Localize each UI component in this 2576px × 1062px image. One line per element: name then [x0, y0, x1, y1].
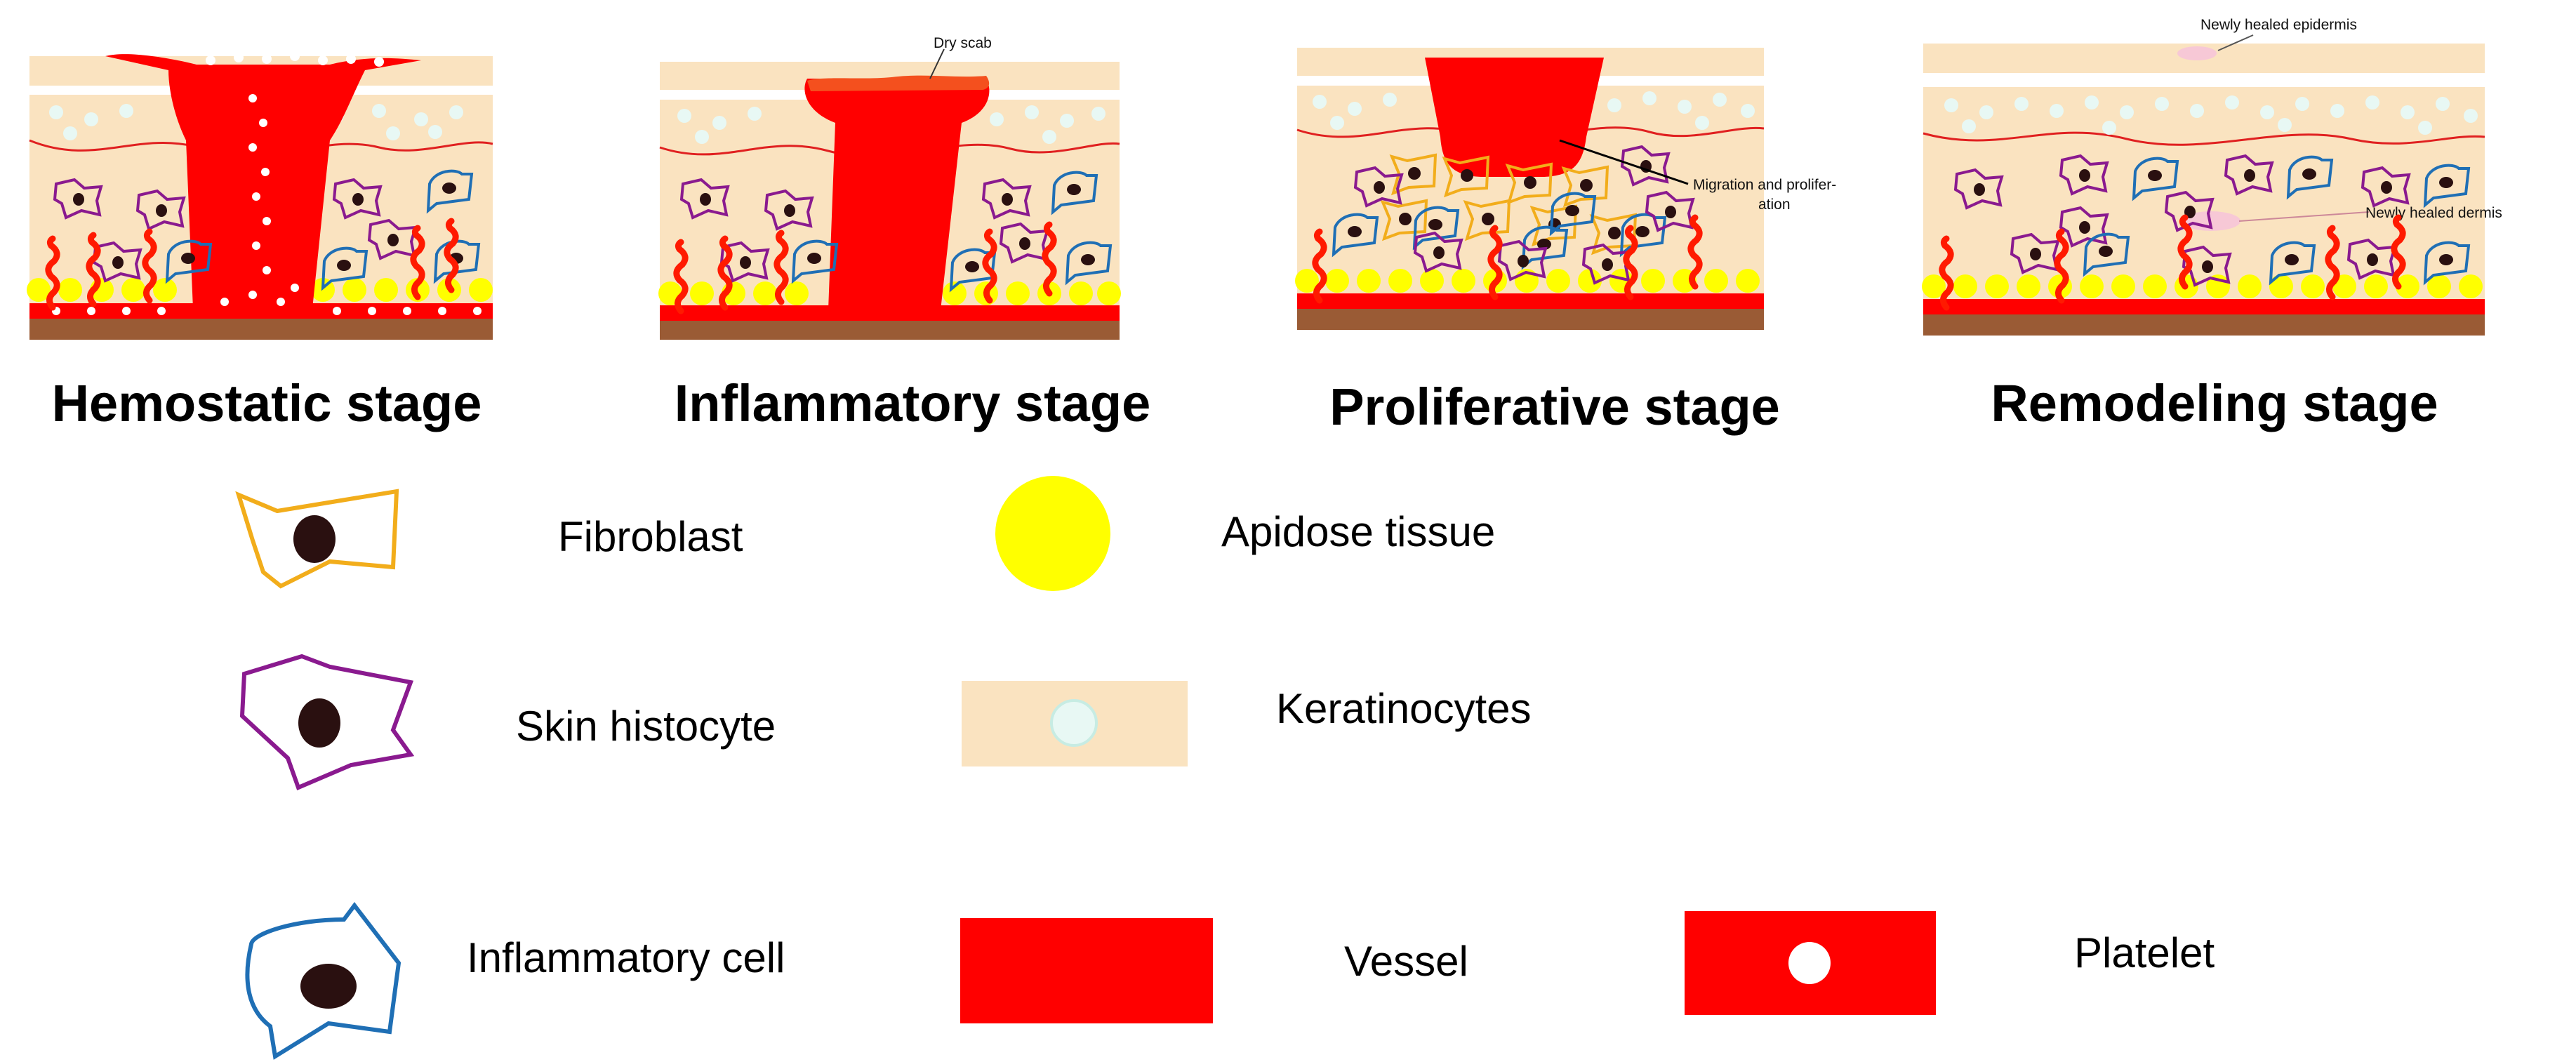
muscle-layer — [1297, 309, 1764, 330]
muscle-layer — [1923, 314, 2485, 336]
dry-scab-label: Dry scab — [934, 35, 992, 51]
legend-fibroblast-label: Fibroblast — [558, 513, 743, 560]
legend-vessel-icon — [960, 918, 1213, 1023]
vessel-layer — [1297, 293, 1764, 309]
stage-title: Remodeling stage — [1991, 374, 2438, 432]
legend-inflammatory-label: Inflammatory cell — [467, 934, 785, 981]
legend-histocyte-icon — [239, 653, 415, 791]
muscle-layer — [29, 319, 493, 340]
legend-adipose-label: Apidose tissue — [1221, 508, 1495, 555]
legend-platelet-label: Platelet — [2074, 929, 2215, 976]
new-epidermis-patch — [2177, 46, 2217, 60]
dry-scab-pointer — [929, 48, 945, 79]
legend-vessel-label: Vessel — [1344, 938, 1468, 985]
dermis-boundary — [1923, 131, 2485, 146]
new-epidermis-label: Newly healed epidermis — [2200, 17, 2357, 33]
scab — [1425, 58, 1604, 177]
legend-adipose-icon — [995, 476, 1110, 591]
blood-clot — [105, 54, 421, 309]
migration-label-line1: Migration and prolifer- — [1693, 177, 1836, 193]
legend-inflammatory-icon — [245, 902, 401, 1060]
stage-panel-proliferative: Migration and prolifer- ation Proliferat… — [1295, 48, 1836, 436]
stage-panel-remodeling: Newly healed epidermis Newly healed derm… — [1922, 17, 2502, 432]
vessel-layer — [1923, 299, 2485, 314]
new-epidermis-pointer — [2217, 34, 2254, 51]
stage-panel-inflammatory: Dry scab Inflammatory stage — [658, 35, 1150, 432]
dry-scab — [807, 75, 990, 91]
stage-title: Hemostatic stage — [52, 374, 482, 432]
keratinocyte-dots — [1313, 91, 1755, 130]
stage-panel-hemostatic: Hemostatic stage — [27, 51, 493, 432]
vessel-layer — [29, 303, 493, 319]
migration-pointer — [1559, 139, 1689, 185]
legend-keratinocytes-label: Keratinocytes — [1276, 685, 1532, 732]
legend-histocyte-label: Skin histocyte — [516, 703, 776, 750]
stage-title: Inflammatory stage — [675, 374, 1151, 432]
legend-fibroblast-icon — [235, 489, 399, 589]
muscle-layer — [660, 321, 1120, 340]
wound-clot — [804, 79, 990, 310]
legend: Fibroblast Apidose tissue Skin histocyte… — [235, 476, 2215, 1060]
keratinocyte-dots — [677, 105, 1106, 144]
platelet-row — [52, 307, 482, 315]
vessel-layer — [660, 305, 1120, 321]
new-dermis-pointer — [2238, 211, 2370, 222]
legend-keratinocytes-icon — [962, 681, 1188, 766]
stage-title: Proliferative stage — [1329, 378, 1780, 436]
new-dermis-label: Newly healed dermis — [2365, 205, 2502, 221]
clot-platelets — [206, 51, 384, 306]
migration-label-line2: ation — [1758, 197, 1791, 213]
legend-platelet-icon — [1685, 911, 1936, 1015]
keratinocyte-dots — [1944, 95, 2478, 135]
